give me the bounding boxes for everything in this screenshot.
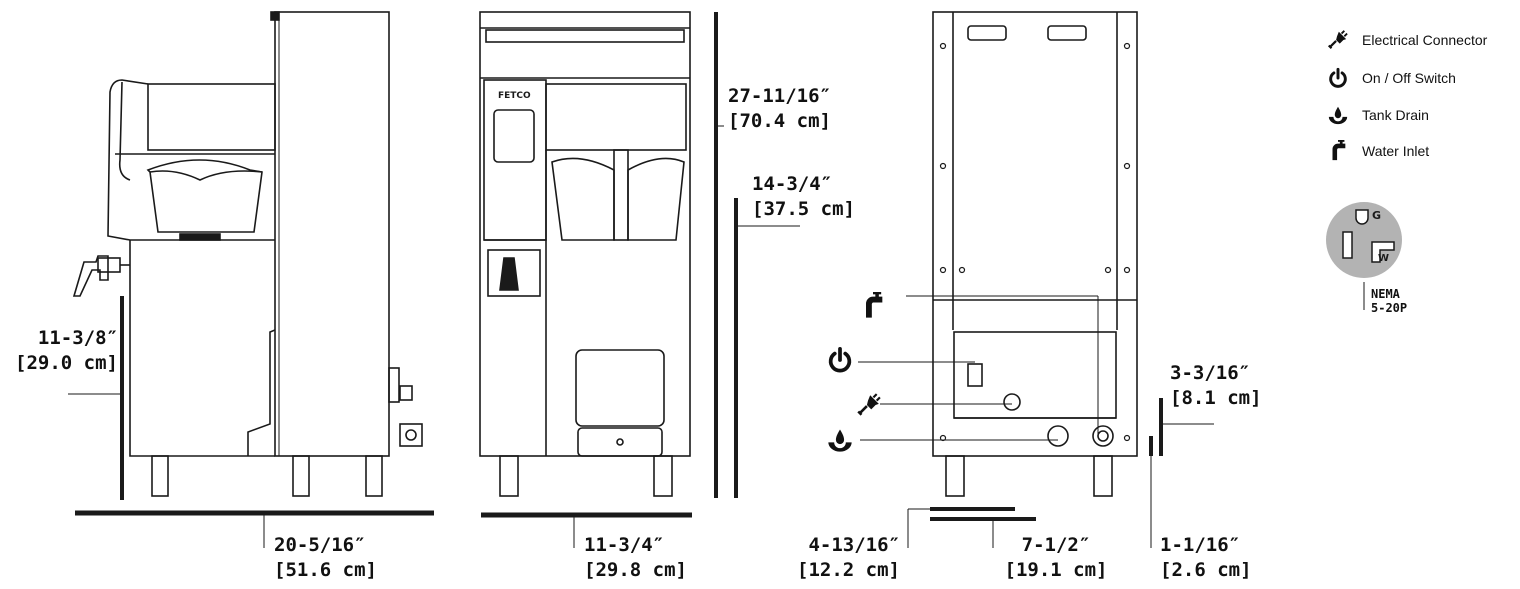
dimension-rear-offset-a: 4-13/16″ [12.2 cm] bbox=[796, 533, 900, 583]
dimension-imperial: 1-1/16″ bbox=[1160, 534, 1241, 556]
brand-label: FETCO bbox=[498, 91, 531, 101]
dimension-metric: [19.1 cm] bbox=[1004, 559, 1108, 581]
tank-drain-icon bbox=[1328, 106, 1348, 125]
dimension-front-height: 27-11/16″ [70.4 cm] bbox=[728, 84, 831, 134]
dimension-imperial: 27-11/16″ bbox=[728, 85, 831, 107]
nema-label-line1: NEMA bbox=[1371, 287, 1400, 301]
dimension-front-clearance: 14-3/4″ [37.5 cm] bbox=[752, 172, 855, 222]
dimension-metric: [37.5 cm] bbox=[752, 198, 855, 220]
nema-plug-diagram: G W bbox=[1326, 202, 1402, 310]
neutral-label: W bbox=[1378, 253, 1389, 264]
side-view bbox=[72, 11, 423, 497]
tank-drain-icon bbox=[828, 429, 852, 452]
dimension-metric: [12.2 cm] bbox=[797, 559, 900, 581]
dimension-imperial: 14-3/4″ bbox=[752, 173, 833, 195]
dimension-imperial: 11-3/4″ bbox=[584, 534, 665, 556]
electrical-connector-icon bbox=[1327, 29, 1348, 50]
dimension-lines bbox=[68, 12, 1214, 548]
dimension-metric: [70.4 cm] bbox=[728, 110, 831, 132]
dimension-imperial: 11-3/8″ bbox=[37, 327, 118, 349]
dimension-front-width: 11-3/4″ [29.8 cm] bbox=[584, 533, 687, 583]
dimension-imperial: 3-3/16″ bbox=[1170, 362, 1251, 384]
dimension-imperial: 4-13/16″ bbox=[808, 534, 900, 556]
legend-label-electrical-connector: Electrical Connector bbox=[1362, 32, 1488, 48]
legend-label-tank-drain: Tank Drain bbox=[1362, 107, 1429, 123]
dimension-side-spout: 11-3/8″ [29.0 cm] bbox=[6, 326, 118, 376]
dimension-metric: [2.6 cm] bbox=[1160, 559, 1252, 581]
nema-label: NEMA 5-20P bbox=[1371, 287, 1407, 315]
dimension-rear-height-b: 1-1/16″ [2.6 cm] bbox=[1160, 533, 1252, 583]
dimension-metric: [29.8 cm] bbox=[584, 559, 687, 581]
legend-label-on-off-switch: On / Off Switch bbox=[1362, 70, 1456, 86]
dimension-rear-offset-b: 7-1/2″ [19.1 cm] bbox=[1004, 533, 1108, 583]
rear-view bbox=[932, 11, 1138, 497]
power-switch-icon bbox=[1329, 67, 1347, 88]
legend-label-water-inlet: Water Inlet bbox=[1362, 143, 1430, 159]
dimension-side-width: 20-5/16″ [51.6 cm] bbox=[274, 533, 377, 583]
power-switch-icon bbox=[828, 347, 852, 373]
water-inlet-icon bbox=[866, 292, 883, 318]
ground-label: G bbox=[1372, 209, 1381, 222]
front-view: FETCO bbox=[479, 11, 691, 497]
dimension-imperial: 20-5/16″ bbox=[274, 534, 366, 556]
electrical-connector-icon bbox=[856, 392, 881, 417]
nema-label-line2: 5-20P bbox=[1371, 301, 1408, 315]
dimension-metric: [8.1 cm] bbox=[1170, 387, 1262, 409]
dimension-rear-height-a: 3-3/16″ [8.1 cm] bbox=[1170, 361, 1262, 411]
dimension-metric: [29.0 cm] bbox=[15, 352, 118, 374]
water-inlet-icon bbox=[1332, 140, 1346, 161]
dimension-imperial: 7-1/2″ bbox=[1021, 534, 1091, 556]
dimension-metric: [51.6 cm] bbox=[274, 559, 377, 581]
